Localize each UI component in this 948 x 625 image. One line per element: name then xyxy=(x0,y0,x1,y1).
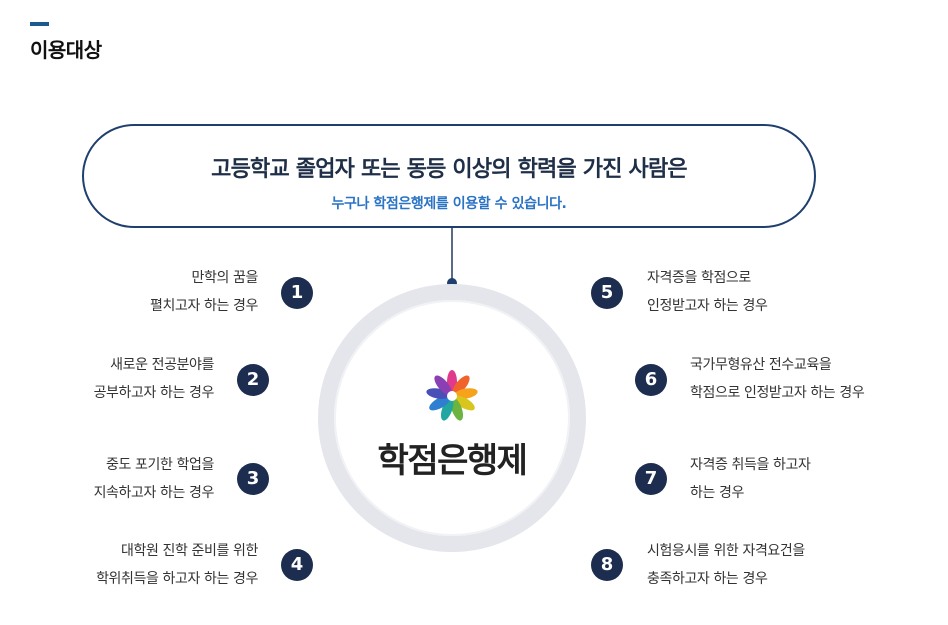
case-item-7: 자격증 취득을 하고자 하는 경우 xyxy=(690,451,811,507)
case-text-line2: 충족하고자 하는 경우 xyxy=(647,571,768,587)
case-item-2: 새로운 전공분야를 공부하고자 하는 경우 xyxy=(93,351,215,407)
case-text-line2: 지속하고자 하는 경우 xyxy=(93,485,215,501)
case-item-6: 국가무형유산 전수교육을 학점으로 인정받고자 하는 경우 xyxy=(690,351,865,407)
case-number-badge-1: 1 xyxy=(281,277,313,309)
case-number-badge-4: 4 xyxy=(281,549,313,581)
case-text-line1: 국가무형유산 전수교육을 xyxy=(690,357,832,373)
case-item-8: 시험응시를 위한 자격요건을 충족하고자 하는 경우 xyxy=(647,537,805,593)
connector-line xyxy=(451,228,453,280)
case-number-badge-3: 3 xyxy=(237,463,269,495)
case-text-line2: 학위취득을 하고자 하는 경우 xyxy=(96,571,258,587)
center-ring-inner xyxy=(334,300,570,536)
case-text-line2: 공부하고자 하는 경우 xyxy=(93,385,215,401)
center-logo-text: 학점은행제 xyxy=(377,441,528,481)
case-item-4: 대학원 진학 준비를 위한 학위취득을 하고자 하는 경우 xyxy=(96,537,258,593)
connector-dot xyxy=(447,278,457,288)
case-text-line2: 하는 경우 xyxy=(690,485,744,501)
case-number-badge-8: 8 xyxy=(591,549,623,581)
case-number-badge-2: 2 xyxy=(237,364,269,396)
case-number-badge-7: 7 xyxy=(635,463,667,495)
case-text-line1: 자격증을 학점으로 xyxy=(647,270,751,286)
section-accent-bar xyxy=(30,22,49,26)
case-text-line2: 펼치고자 하는 경우 xyxy=(150,298,258,314)
case-text-line1: 자격증 취득을 하고자 xyxy=(690,457,811,473)
flower-logo-icon xyxy=(426,370,478,421)
case-item-3: 중도 포기한 학업을 지속하고자 하는 경우 xyxy=(93,451,215,507)
case-text-line1: 중도 포기한 학업을 xyxy=(106,457,214,473)
case-number-badge-6: 6 xyxy=(635,364,667,396)
case-text-line1: 새로운 전공분야를 xyxy=(110,357,214,373)
headline-main-text: 고등학교 졸업자 또는 동등 이상의 학력을 가진 사람은 xyxy=(211,157,688,182)
headline-sub-text: 누구나 학점은행제를 이용할 수 있습니다. xyxy=(331,196,567,212)
case-number-badge-5: 5 xyxy=(591,277,623,309)
headline-box: 고등학교 졸업자 또는 동등 이상의 학력을 가진 사람은 누구나 학점은행제를… xyxy=(82,124,816,228)
section-title: 이용대상 xyxy=(30,38,102,62)
case-item-1: 만학의 꿈을 펼치고자 하는 경우 xyxy=(150,264,258,320)
case-text-line1: 대학원 진학 준비를 위한 xyxy=(121,543,258,559)
case-item-5: 자격증을 학점으로 인정받고자 하는 경우 xyxy=(647,264,768,320)
case-text-line1: 만학의 꿈을 xyxy=(191,270,259,286)
case-text-line2: 인정받고자 하는 경우 xyxy=(647,298,768,314)
case-text-line2: 학점으로 인정받고자 하는 경우 xyxy=(690,385,865,401)
case-text-line1: 시험응시를 위한 자격요건을 xyxy=(647,543,805,559)
